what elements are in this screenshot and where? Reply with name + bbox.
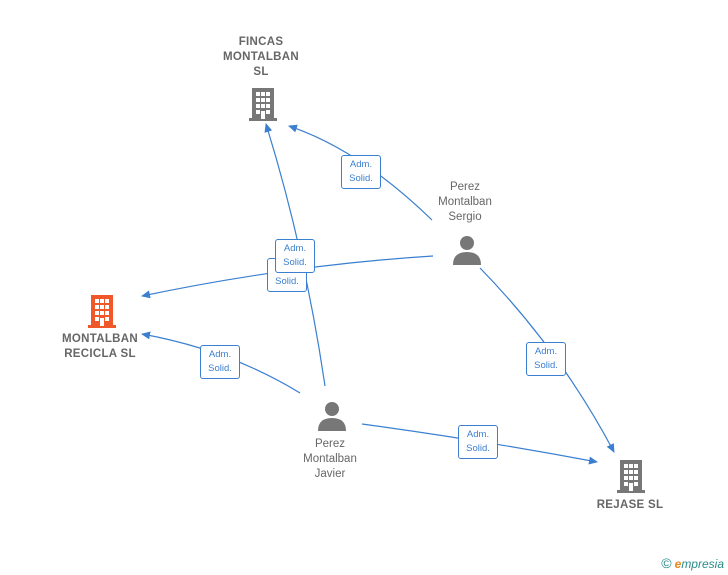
node-label-montalban-recicla: MONTALBAN RECICLA SL [62,333,138,360]
edge-label-sergio-rejase[interactable]: Adm. Solid. [526,342,566,376]
edge-label-javier-rejase[interactable]: Adm. Solid. [458,425,498,459]
brand-logo: ©empresia [661,555,724,571]
edge-label-javier-recicla[interactable]: Adm. Solid. [200,345,240,379]
copyright-icon: © [661,555,672,571]
node-label-javier: Perez Montalban Javier [303,438,357,480]
node-label-rejase: REJASE SL [596,499,664,511]
edge-label-sergio-fincas[interactable]: Adm. Solid. [341,155,381,189]
building-icon[interactable] [616,458,646,494]
person-icon[interactable] [316,400,348,432]
node-label-sergio: Perez Montalban Sergio [438,181,492,223]
edge-label-javier-fincas[interactable]: Adm. Solid. [275,239,315,273]
person-icon[interactable] [451,234,483,266]
building-icon[interactable] [248,86,278,122]
node-label-fincas: FINCAS MONTALBAN SL [223,36,299,78]
building-icon[interactable] [87,293,117,329]
brand-initial: e [674,557,682,571]
brand-name: mpresia [681,557,724,571]
